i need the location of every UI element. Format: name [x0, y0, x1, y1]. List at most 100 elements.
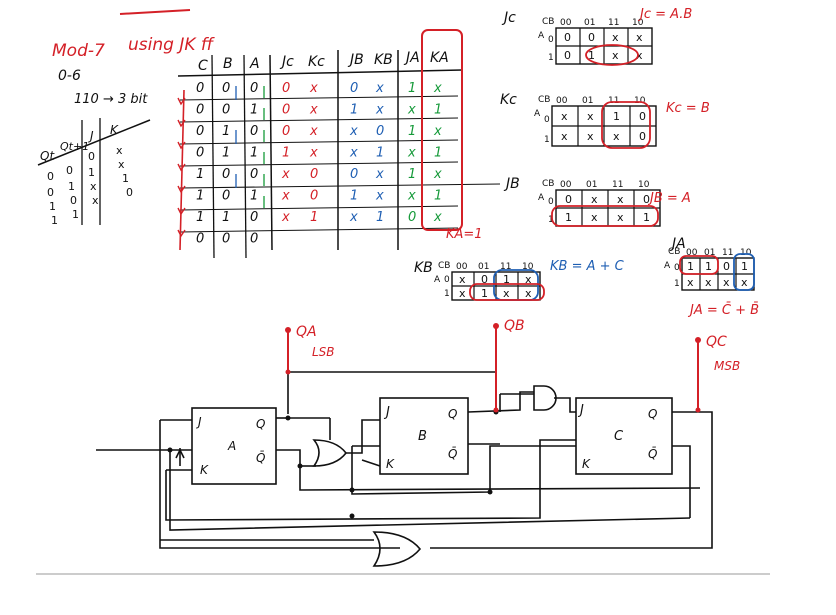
- exc-h-qt1: Qt+1: [60, 140, 89, 153]
- kmap-corner: CB: [438, 261, 450, 271]
- state-cell: 1: [376, 210, 384, 225]
- state-cell: 0: [222, 167, 230, 182]
- range-label: 0-6: [58, 68, 81, 84]
- state-cell: x: [433, 167, 442, 182]
- kmap-name: JA: [669, 236, 686, 252]
- kmap-corner: CB: [668, 247, 680, 257]
- kmap-cell: 0: [588, 31, 595, 44]
- state-cell: 1: [408, 167, 416, 182]
- state-cell: 1: [196, 189, 204, 204]
- kmap-col-label: 01: [704, 248, 715, 258]
- kmap-cell: x: [617, 211, 624, 224]
- state-cell: 0: [250, 210, 258, 225]
- exc-cell: 1: [51, 214, 58, 227]
- exc-cell: 0: [70, 194, 77, 207]
- kmap-cell: x: [705, 276, 712, 289]
- output-qa-note: LSB: [312, 345, 335, 359]
- state-cell: 1: [350, 189, 358, 204]
- state-cell: x: [349, 124, 358, 139]
- kmap-group-loop: [733, 253, 755, 291]
- state-cell: 1: [222, 146, 230, 161]
- kmap-cell: x: [591, 193, 598, 206]
- kmap-cell: 1: [503, 273, 510, 286]
- state-cell: x: [309, 103, 318, 118]
- state-cell: x: [309, 146, 318, 161]
- kmap-row-label: 0: [548, 197, 554, 207]
- exc-cell: 0: [66, 164, 73, 177]
- kmap-corner: CB: [538, 95, 550, 105]
- exc-cell: 1: [68, 180, 75, 193]
- kmap-cell: x: [503, 287, 510, 300]
- kmap-col-label: 00: [686, 248, 698, 258]
- kmap-cell: 0: [564, 31, 571, 44]
- kmap-name: Kc: [500, 92, 517, 108]
- exc-cell: 0: [47, 170, 54, 183]
- kmap-col-label: 11: [722, 248, 733, 258]
- kmap-cell: x: [525, 273, 532, 286]
- state-cell: 1: [434, 103, 442, 118]
- kmap-col-label: 10: [638, 180, 650, 190]
- kmap-cell: 0: [481, 273, 488, 286]
- exc-cell: 1: [122, 172, 129, 185]
- kmap-row-label: 1: [544, 135, 550, 145]
- state-cell: 0: [376, 124, 384, 139]
- ff-b-name: B: [418, 429, 427, 444]
- state-cell: 0: [350, 81, 358, 96]
- kmap-cell: 1: [565, 211, 572, 224]
- hdr-kb: KB: [374, 52, 393, 68]
- state-cell: 0: [250, 81, 258, 96]
- hdr-ka: KA: [430, 50, 449, 66]
- kmap-row-label: 0: [444, 275, 450, 285]
- exc-cell: 0: [88, 150, 95, 163]
- exc-cell: x: [118, 158, 125, 171]
- kmap-col-label: 10: [632, 18, 644, 28]
- ff-b-q: Q: [448, 407, 457, 421]
- ff-c-qbar: Q̄: [648, 447, 657, 461]
- excitation-table: Qt Qt+1 J K 0 0 0 x 0 1 1 x 1 0 x 1 1 1 …: [37, 118, 151, 227]
- state-cell: 1: [282, 146, 290, 161]
- kmap-col-label: 01: [584, 18, 595, 28]
- circuit: [96, 371, 713, 567]
- state-cell: 0: [282, 124, 290, 139]
- kmap-cell: 1: [481, 287, 488, 300]
- state-cell: x: [433, 124, 442, 139]
- state-cell: 1: [196, 210, 204, 225]
- kmap-cell: 1: [741, 260, 748, 273]
- state-cell: 0: [222, 103, 230, 118]
- flipflop-c: [575, 397, 673, 475]
- exc-h-k: K: [110, 123, 119, 137]
- state-cell: x: [407, 146, 416, 161]
- ff-a-qbar: Q̄: [256, 451, 265, 465]
- state-cell: x: [375, 189, 384, 204]
- state-cell: 0: [310, 189, 318, 204]
- kmap-cell: x: [636, 49, 643, 62]
- kmap-cell: x: [591, 211, 598, 224]
- state-cell: x: [407, 103, 416, 118]
- kmap-cell: x: [459, 287, 466, 300]
- kmap-cell: x: [723, 276, 730, 289]
- title-label: using JK ff: [128, 35, 215, 55]
- ff-c-j: J: [577, 403, 584, 418]
- exc-row-1: 0 1 1 x: [47, 158, 125, 199]
- kmap-cell: x: [561, 130, 568, 143]
- kmap-rowvar: A: [538, 193, 545, 203]
- kmap-cell: 1: [705, 260, 712, 273]
- kmap-result: KB = A + C: [550, 259, 625, 274]
- state-cell: x: [309, 124, 318, 139]
- ff-c-name: C: [614, 429, 624, 444]
- state-cell: 0: [222, 232, 230, 247]
- kmap-row-label: 1: [674, 279, 680, 289]
- ff-a-name: A: [227, 439, 236, 453]
- state-cell: 0: [310, 167, 318, 182]
- exc-row-2: 1 0 x 1: [49, 172, 129, 213]
- exc-cell: 1: [88, 166, 95, 179]
